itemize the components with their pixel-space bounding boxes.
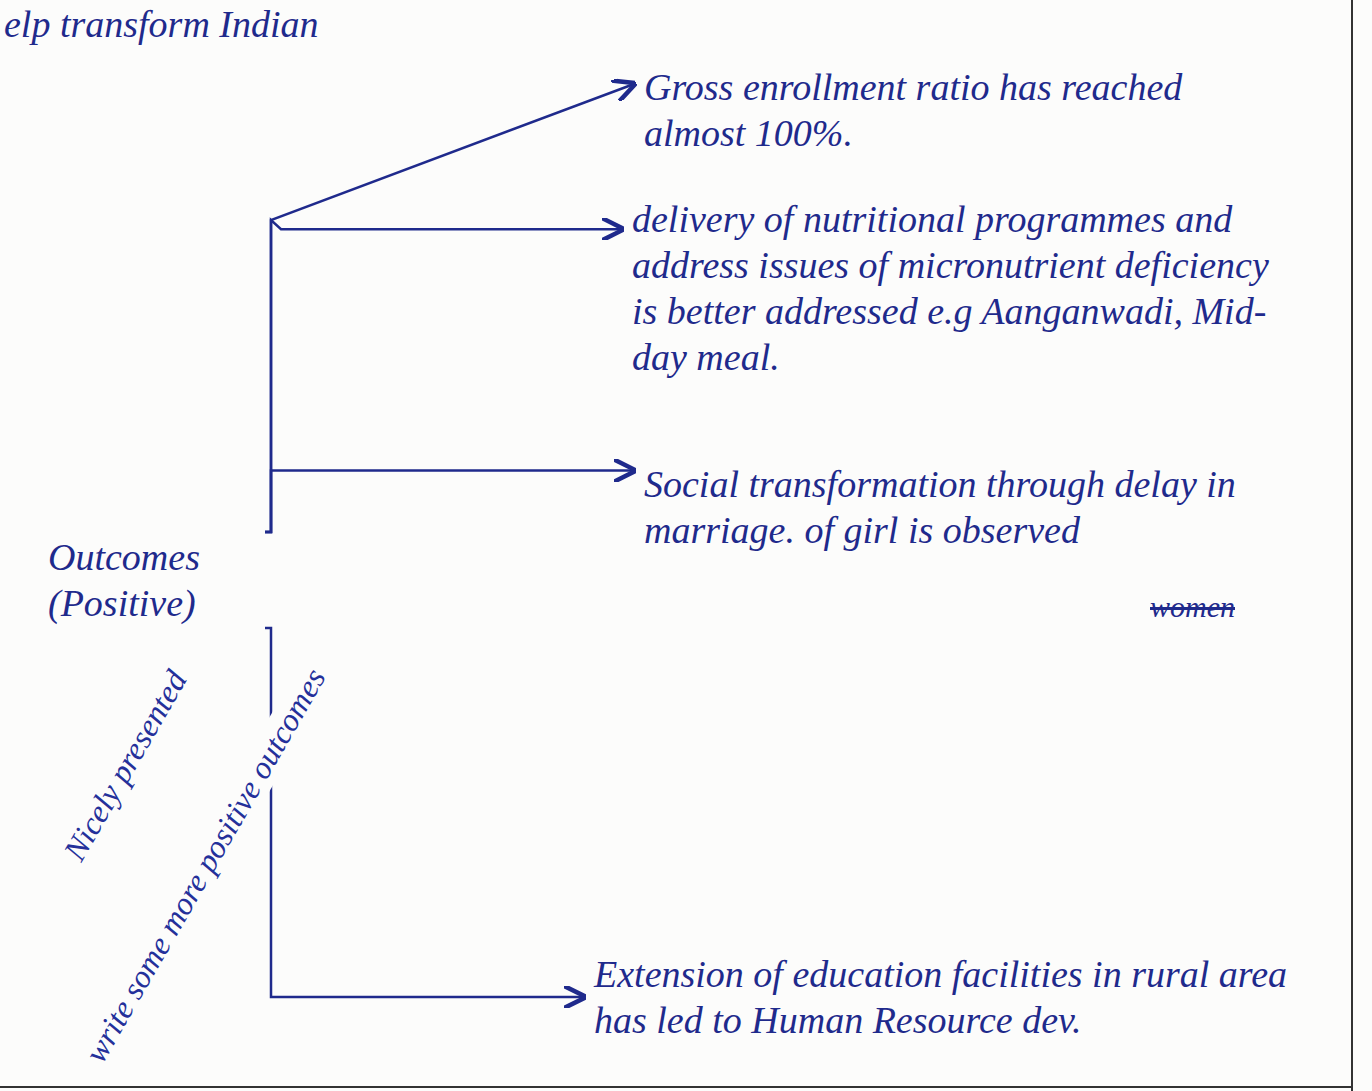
- outcome-item: Extension of education facilities in rur…: [586, 945, 1346, 1049]
- branch-arrow: [265, 84, 634, 532]
- outcome-item: delivery of nutritional programmes and a…: [624, 190, 1304, 386]
- item-text: Outcomes (Positive): [48, 534, 257, 626]
- item-text: Extension of education facilities in rur…: [594, 951, 1338, 1043]
- branch-arrow: [265, 220, 622, 532]
- bottom-rule: [0, 1086, 1352, 1088]
- examiner-remark: write some more positive outcomes: [75, 658, 335, 1072]
- outcome-item: Gross enrollment ratio has reached almos…: [636, 58, 1286, 162]
- item-text: delivery of nutritional programmes and a…: [632, 196, 1296, 380]
- outcome-item: Social transformation through delay in m…: [636, 455, 1286, 559]
- heading-fragment: elp transform Indian: [4, 2, 319, 46]
- struck-word: women: [1150, 590, 1235, 624]
- margin-line: [1351, 0, 1353, 1091]
- item-text: Social transformation through delay in m…: [644, 461, 1278, 553]
- branch-arrow: [265, 471, 634, 532]
- branch-root: Outcomes (Positive): [40, 528, 265, 632]
- item-text: Gross enrollment ratio has reached almos…: [644, 64, 1278, 156]
- examiner-remark: Nicely presented: [54, 660, 197, 870]
